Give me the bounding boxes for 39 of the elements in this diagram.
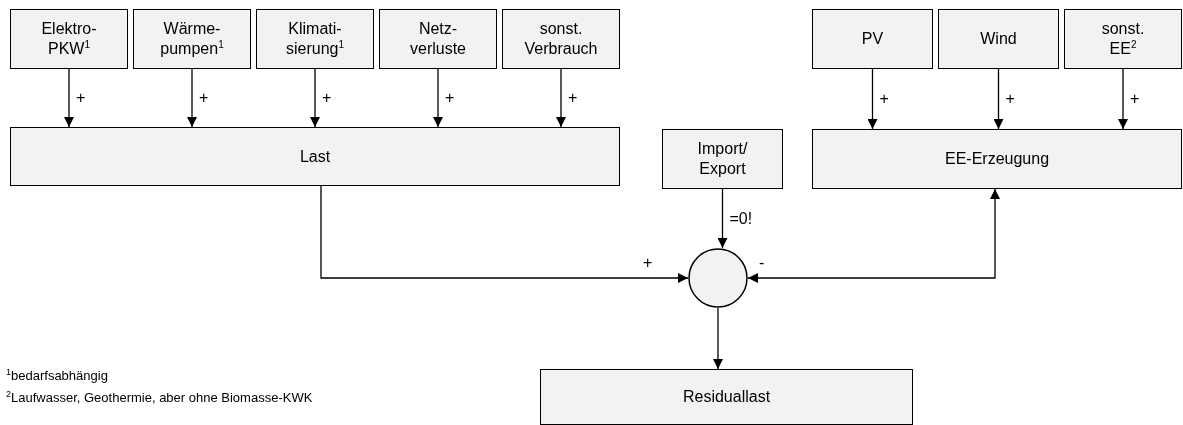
process-box xyxy=(502,9,620,69)
arrow xyxy=(433,68,443,128)
process-box xyxy=(540,369,913,425)
process-box xyxy=(256,9,374,69)
arrow xyxy=(320,185,689,283)
box-label: PV xyxy=(861,29,884,49)
arrow xyxy=(310,68,320,128)
box-label: Wärme- pumpen$^{1}$ xyxy=(160,19,224,59)
box-label: sonst. Verbrauch xyxy=(524,19,598,59)
process-box xyxy=(379,9,497,69)
arrow xyxy=(717,188,728,249)
box-label: Wind xyxy=(980,29,1017,49)
process-box xyxy=(662,129,783,189)
arrow xyxy=(993,68,1004,130)
process-box xyxy=(133,9,251,69)
process-box xyxy=(1064,9,1182,69)
summing-junction-circle xyxy=(688,248,748,308)
process-box xyxy=(812,9,933,69)
box-label: Residuallast xyxy=(682,387,771,407)
footnote: $^{2}$Laufwasser, Geothermie, aber ohne Biomasse-KWK xyxy=(6,390,313,406)
process-box xyxy=(812,129,1182,189)
arrow xyxy=(1118,68,1128,130)
box-label: Last xyxy=(299,146,331,167)
process-box xyxy=(10,9,128,69)
arrow xyxy=(867,68,878,130)
arrow xyxy=(187,68,197,128)
box-label: Klimati- sierung$^{1}$ xyxy=(285,19,344,59)
footnote: $^{1}$bedarfsabhängig xyxy=(6,368,108,384)
arrow xyxy=(747,188,1000,283)
process-box xyxy=(938,9,1059,69)
box-label: Import/ Export xyxy=(697,139,748,179)
box-label: EE-Erzeugung xyxy=(944,149,1050,169)
arrow xyxy=(64,68,74,128)
process-box xyxy=(10,127,620,186)
box-label: Elektro- PKW$^{1}$ xyxy=(41,19,97,59)
arrow xyxy=(556,68,566,128)
box-label: sonst. EE$^{2}$ xyxy=(1101,19,1145,59)
box-label: Netz- verluste xyxy=(410,19,466,59)
arrow xyxy=(713,307,723,370)
